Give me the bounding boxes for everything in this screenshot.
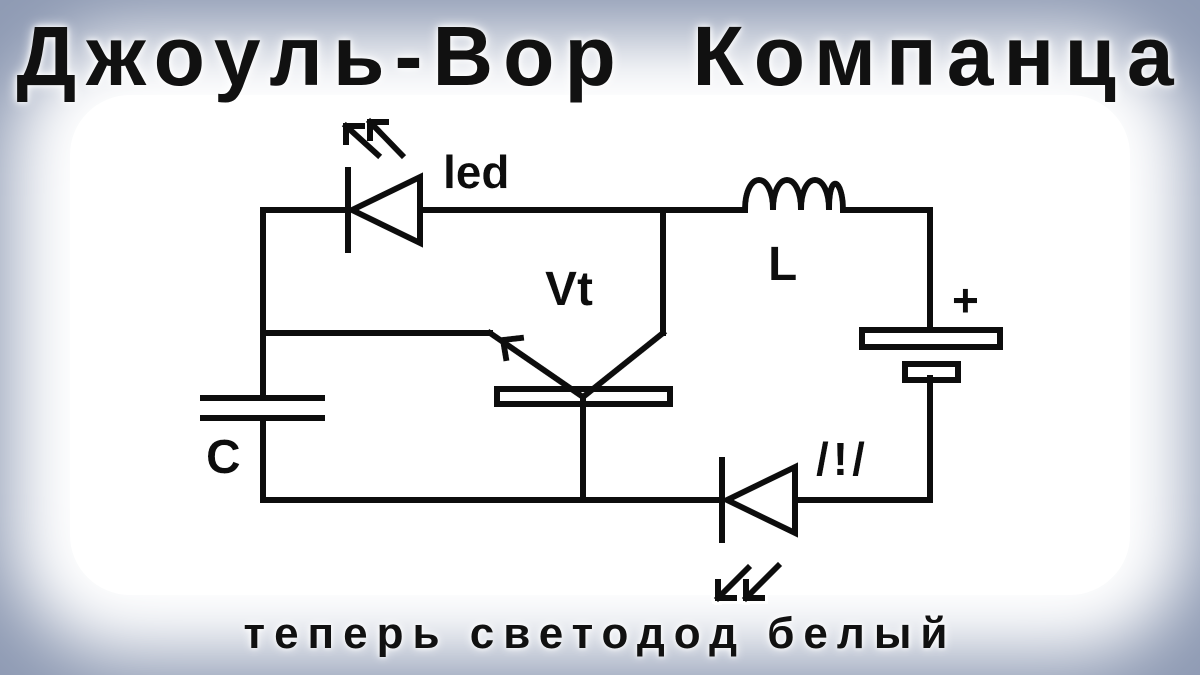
label-warning: /!/ [816,433,869,485]
transistor-base-bar [494,386,673,407]
bottom-diode-triangle [720,462,798,538]
transistor-collector-lead [578,328,668,402]
label-capacitor: C [206,431,241,484]
led-light-arrow-1 [341,121,383,160]
battery-short-plate [902,361,961,383]
transistor-arrow [499,334,525,362]
battery-long-plate [859,327,1003,350]
page-subtitle: теперь светодод белый [243,609,957,658]
label-transistor: Vt [545,263,593,316]
bottom-diode-arrow-1 [713,563,753,603]
label-inductor: L [768,238,797,291]
led-light-arrow-2 [365,117,407,160]
label-led: led [443,146,509,198]
wire-right-lower [792,375,933,503]
led-diode-triangle [345,172,423,248]
inductor-coil [741,177,847,214]
bottom-diode-arrow-2 [741,561,783,603]
wire-right-upper [840,207,933,333]
page-title: Джоуль-Вор Компанца [16,9,1184,103]
label-battery-plus: + [952,274,979,326]
